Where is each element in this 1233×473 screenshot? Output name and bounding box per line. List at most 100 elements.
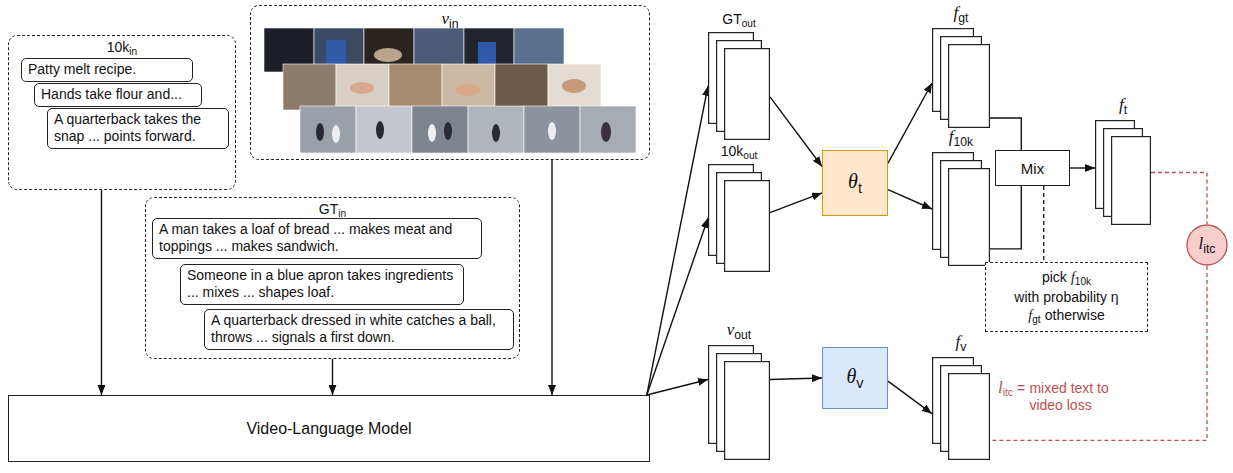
connector xyxy=(990,186,1021,249)
text-holder: ft xyxy=(1065,95,1181,117)
node-text: GT xyxy=(319,201,338,217)
video-frame xyxy=(356,106,412,153)
node-text: out xyxy=(743,150,757,161)
feature-card xyxy=(949,374,990,460)
stack-outline xyxy=(932,357,990,460)
connector xyxy=(770,378,822,380)
text-holder: Someone in a blue apron takes ingredient… xyxy=(187,267,457,301)
node-text: f xyxy=(949,127,954,146)
mix-box: Mix xyxy=(995,150,1070,186)
text-line: θt xyxy=(848,170,862,195)
node-text: Patty melt recipe. xyxy=(28,61,136,77)
stack-outline xyxy=(932,28,990,128)
text-line: fv xyxy=(902,332,1020,354)
connector xyxy=(1070,167,1095,168)
node-text: t xyxy=(1124,103,1127,117)
node-text: in xyxy=(129,46,137,57)
feature-card xyxy=(1112,137,1151,225)
connector xyxy=(990,118,1021,150)
text-encoder: θt xyxy=(822,150,888,216)
stack-outline xyxy=(1095,120,1151,225)
video-encoder: θv xyxy=(822,347,888,409)
hand-figure xyxy=(350,82,374,94)
text-holder: Hands take flour and... xyxy=(41,86,195,103)
node-text: Someone in a blue apron takes ingredient… xyxy=(187,267,453,300)
video-frame xyxy=(548,64,601,110)
text-line: 10kin xyxy=(9,39,235,57)
connector xyxy=(770,97,822,167)
node-text: l xyxy=(1199,234,1204,253)
text-holder: fv xyxy=(902,332,1020,354)
text-line: litc xyxy=(1199,234,1216,256)
node-text: gt xyxy=(958,11,968,25)
connector xyxy=(990,266,1207,440)
loss-label-text: itc xyxy=(1003,387,1013,398)
connector xyxy=(332,359,333,395)
text-holder: A quarterback takes the snap ... points … xyxy=(54,111,222,145)
player-figure xyxy=(332,125,340,143)
video-frame xyxy=(336,64,389,110)
text-holder: A man takes a loaf of bread ... makes me… xyxy=(159,221,475,255)
text-line: vout xyxy=(678,320,800,342)
text-holder: litc xyxy=(1199,234,1216,256)
loss-label-text: mixed text to video loss xyxy=(1029,380,1129,414)
text-holder: vin xyxy=(251,9,649,31)
text-line: vin xyxy=(251,9,649,31)
text-holder: Video-Language Model xyxy=(246,420,411,438)
text-line: GTout xyxy=(678,11,800,29)
video-frame xyxy=(300,106,356,153)
feature-stack: vout xyxy=(708,345,770,460)
loss-label-text: l xyxy=(998,378,1003,397)
connector xyxy=(551,160,552,395)
text-line: fgt xyxy=(902,3,1020,25)
video-frame xyxy=(580,106,636,153)
connector xyxy=(888,190,932,209)
text-line: A quarterback dressed in white catches a… xyxy=(211,312,507,346)
connector xyxy=(1043,186,1044,262)
text-holder: θv xyxy=(846,365,863,390)
node-text: A quarterback takes the snap ... points … xyxy=(54,111,201,144)
node-text: otherwise xyxy=(1045,307,1105,323)
text-line: A man takes a loaf of bread ... makes me… xyxy=(159,221,475,255)
text-line: Patty melt recipe. xyxy=(28,61,186,78)
node-text: v xyxy=(727,320,735,339)
node-text: out xyxy=(734,328,751,342)
node-text: f xyxy=(954,3,959,22)
connector-group xyxy=(101,83,1207,440)
node-text: 10k xyxy=(1075,276,1091,287)
text-line: Mix xyxy=(1021,160,1044,177)
feature-card xyxy=(725,362,770,460)
node-text: A man takes a loaf of bread ... makes me… xyxy=(159,221,452,254)
player-figure xyxy=(316,123,324,141)
connector xyxy=(770,193,822,213)
node-text: gt xyxy=(1032,314,1040,325)
text-line: A quarterback takes the snap ... points … xyxy=(54,111,222,145)
node-text: Video-Language Model xyxy=(246,420,411,437)
node-text: in xyxy=(338,208,346,219)
feature-card xyxy=(725,181,770,272)
bowl-figure xyxy=(374,48,402,62)
node-text: 10k xyxy=(721,143,744,159)
video-group: vin xyxy=(250,5,650,160)
stack-outline xyxy=(708,164,770,272)
feature-stack: GTout xyxy=(708,32,770,140)
node-text: GT xyxy=(722,11,741,27)
player-figure xyxy=(548,122,556,140)
text-line: pickf10k xyxy=(992,268,1141,288)
feature-card xyxy=(949,45,990,128)
node-text: Mix xyxy=(1021,160,1044,177)
node-text: f xyxy=(956,332,961,351)
stack-outline xyxy=(708,32,770,140)
node-text: with probability η xyxy=(1014,289,1118,305)
connector xyxy=(647,218,708,395)
node-text: pick xyxy=(1042,269,1067,285)
node-text: A quarterback dressed in white catches a… xyxy=(211,312,496,345)
caption-box: A quarterback takes the snap ... points … xyxy=(47,108,229,149)
feature-card xyxy=(725,49,770,140)
player-figure xyxy=(601,122,611,142)
loss-label: litc=mixed text to video loss xyxy=(998,378,1129,414)
text-line: 10kout xyxy=(678,143,800,161)
connector xyxy=(647,380,708,396)
text-line: θv xyxy=(846,365,863,390)
